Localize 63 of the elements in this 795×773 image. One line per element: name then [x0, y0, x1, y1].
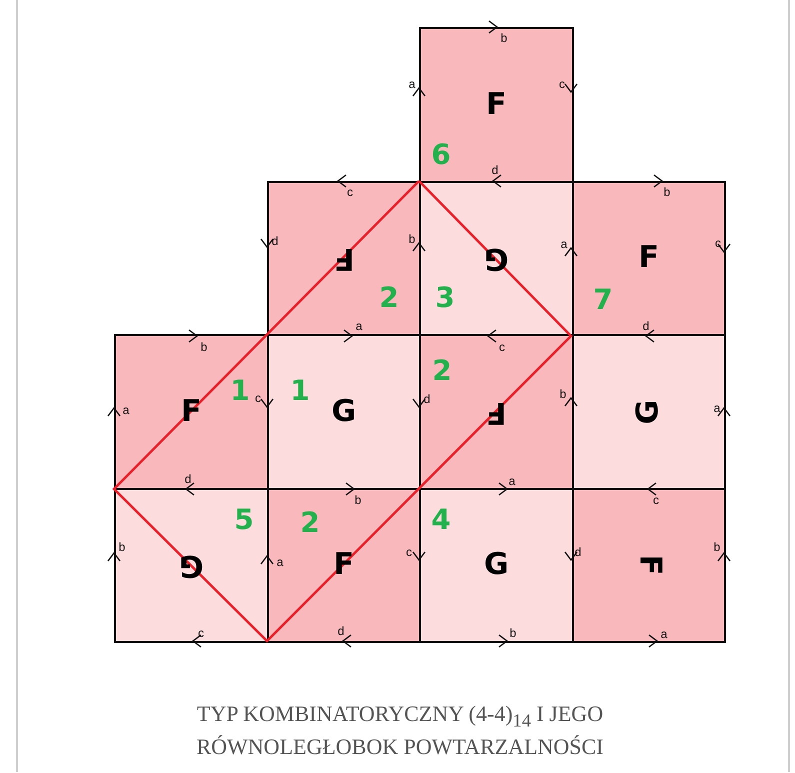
edge-letter: c — [406, 546, 412, 558]
region-number: 2 — [432, 357, 452, 385]
region-number: 1 — [230, 377, 250, 405]
tile-square — [114, 334, 268, 490]
edge-letter: b — [664, 186, 670, 198]
edge-letter: b — [408, 233, 416, 245]
tile-letter: G — [634, 399, 664, 424]
edge-letter: c — [559, 78, 565, 90]
tile-square — [419, 27, 574, 182]
edge-letter: a — [276, 556, 284, 568]
tile-square — [266, 334, 421, 490]
edge-letter: a — [408, 78, 416, 90]
tile-square — [114, 488, 268, 643]
region-number: 1 — [290, 377, 310, 405]
edge-letter: b — [560, 388, 566, 400]
edge-letter: a — [356, 320, 362, 332]
tile-square — [572, 488, 726, 643]
tile-letter: G — [484, 243, 509, 274]
edge-letter: c — [499, 341, 505, 353]
edge-letter: b — [200, 341, 208, 353]
edge-letter: b — [714, 541, 720, 553]
edge-letter: d — [272, 235, 278, 247]
tile-letter: G — [331, 396, 356, 427]
tile-letter: F — [638, 243, 659, 274]
region-number: 5 — [234, 506, 254, 534]
tile-letter: F — [334, 243, 354, 274]
tile-square — [419, 180, 574, 336]
edge-letter: d — [424, 393, 430, 405]
edge-letter: a — [714, 402, 720, 414]
region-number: 6 — [431, 141, 451, 169]
edge-letter: a — [660, 628, 668, 640]
tile-square — [572, 180, 726, 336]
tile-square — [572, 334, 726, 490]
tile-letter: F — [486, 396, 506, 427]
tile-square — [266, 488, 421, 643]
edge-letter: d — [184, 473, 192, 485]
region-number: 2 — [300, 509, 320, 537]
edge-letter: b — [500, 32, 508, 44]
edge-letter: c — [347, 186, 353, 198]
tile-square — [419, 334, 574, 490]
edge-letter: c — [198, 627, 204, 639]
edge-letter: a — [122, 404, 130, 416]
edge-letter: b — [510, 627, 516, 639]
edge-letter: a — [560, 238, 568, 250]
figure-caption: TYP KOMBINATORYCZNY (4-4)$_{14}$ I JEGO RÓWNOLEGŁOBOK POWTARZALNOŚCI — [195, 700, 605, 762]
edge-letter: b — [118, 541, 126, 553]
region-number: 2 — [379, 284, 399, 312]
tile-letter: F — [634, 555, 664, 576]
tile-square — [419, 488, 574, 643]
tile-letter: F — [486, 90, 506, 120]
region-number: 4 — [431, 506, 451, 534]
tile-letter: G — [178, 550, 204, 580]
edge-letter: c — [255, 392, 261, 404]
edge-letter: a — [508, 475, 516, 487]
edge-letter: b — [354, 494, 362, 506]
edge-letter: d — [642, 320, 650, 332]
region-number: 7 — [593, 286, 613, 314]
region-number: 3 — [435, 284, 455, 312]
edge-letter: d — [492, 164, 498, 176]
edge-letter: d — [338, 625, 344, 637]
tile-letter: G — [484, 550, 509, 580]
edge-letter: c — [653, 494, 659, 506]
tile-square — [266, 180, 421, 336]
